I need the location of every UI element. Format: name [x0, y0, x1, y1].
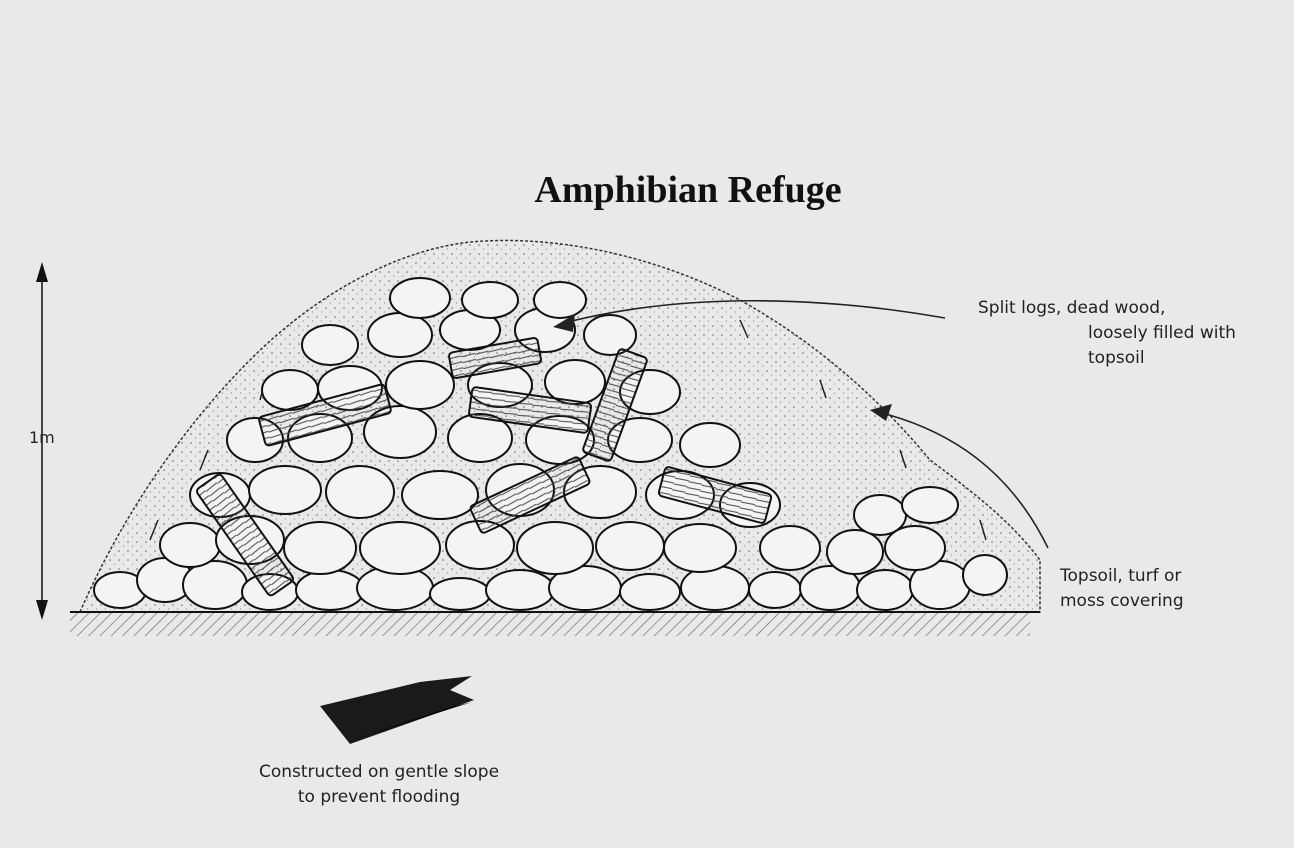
logs-label-line: Split logs, dead wood,	[978, 296, 1236, 321]
stone	[430, 578, 490, 610]
stone	[390, 278, 450, 318]
stone	[296, 570, 364, 610]
stone	[183, 561, 247, 609]
stone	[963, 555, 1007, 595]
stone	[584, 315, 636, 355]
stone	[368, 313, 432, 357]
logs-label-line: loosely filled with	[978, 321, 1236, 346]
height-label: 1m	[29, 425, 55, 450]
stone	[596, 522, 664, 570]
stone	[681, 566, 749, 610]
stone	[326, 466, 394, 518]
stone	[902, 487, 958, 523]
stone	[284, 522, 356, 574]
stone	[749, 572, 801, 608]
stone	[249, 466, 321, 514]
ground-line	[70, 612, 1040, 636]
stone	[486, 570, 554, 610]
slope-label: Constructed on gentle slope to prevent f…	[234, 760, 524, 810]
stone	[620, 574, 680, 610]
stone	[462, 282, 518, 318]
stone	[857, 570, 913, 610]
stone	[302, 325, 358, 365]
topsoil-label-line: Topsoil, turf or	[1060, 564, 1184, 589]
stone	[160, 523, 220, 567]
stone	[402, 471, 478, 519]
stone	[854, 495, 906, 535]
stone	[760, 526, 820, 570]
topsoil-label: Topsoil, turf or moss covering	[1060, 564, 1184, 614]
stone	[680, 423, 740, 467]
stone	[360, 522, 440, 574]
topsoil-label-line: moss covering	[1060, 589, 1184, 614]
logs-label: Split logs, dead wood, loosely filled wi…	[978, 296, 1236, 371]
slope-label-line: Constructed on gentle slope	[234, 760, 524, 785]
stone	[517, 522, 593, 574]
stone	[386, 361, 454, 409]
stone	[664, 524, 736, 572]
slope-arrow-icon	[320, 676, 474, 744]
stone	[534, 282, 586, 318]
stone	[827, 530, 883, 574]
diagram-title: Amphibian Refuge	[0, 168, 1294, 212]
slope-label-line: to prevent flooding	[234, 785, 524, 810]
logs-label-line: topsoil	[978, 346, 1236, 371]
